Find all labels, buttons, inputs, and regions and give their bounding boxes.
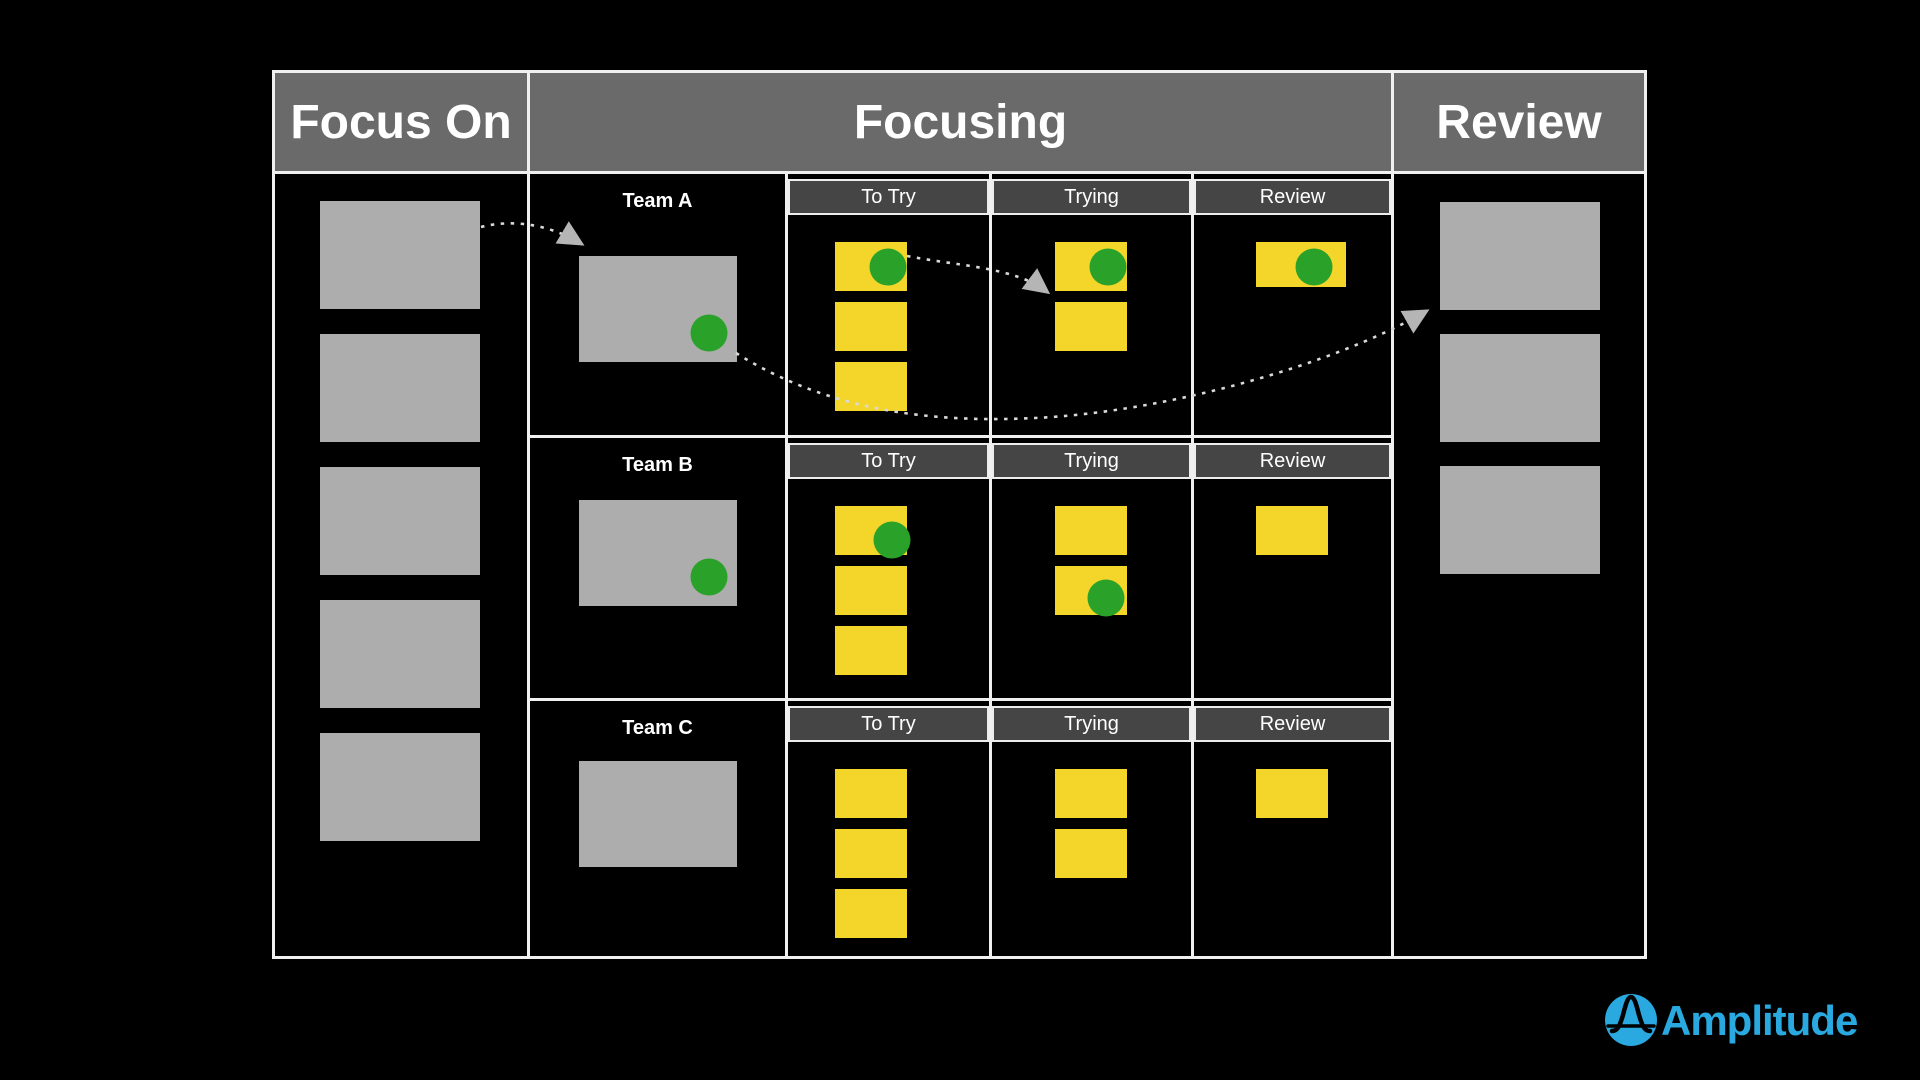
sticky-note — [835, 769, 907, 818]
green-dot-icon — [690, 314, 728, 352]
review-card — [1440, 202, 1600, 310]
sticky-note — [1055, 566, 1127, 617]
sticky-note-list — [1194, 742, 1391, 818]
grid-line — [785, 174, 788, 435]
stage-column-trying: Trying — [992, 701, 1191, 956]
sticky-note-list — [788, 479, 989, 675]
team-row-a: Team A To Try Trying Review — [530, 174, 1391, 435]
sticky-note — [1055, 302, 1127, 351]
sticky-note-list — [1194, 215, 1391, 287]
sticky-note — [835, 566, 907, 615]
team-label: Team B — [622, 454, 693, 476]
team-row-c: Team C To Try Trying Review — [530, 701, 1391, 956]
grid-line — [989, 701, 992, 956]
sticky-note — [835, 506, 911, 559]
sticky-note-list — [788, 215, 989, 411]
focus-on-card — [320, 733, 480, 841]
stage-column-to-try: To Try — [788, 438, 989, 698]
stage-column-to-try: To Try — [788, 701, 989, 956]
sticky-note — [1256, 242, 1346, 287]
stage-header: Review — [1194, 706, 1391, 742]
grid-line — [527, 435, 1394, 438]
stage-header: Review — [1194, 179, 1391, 215]
team-cell: Team B — [530, 438, 785, 698]
team-card — [579, 761, 737, 867]
green-dot-icon — [873, 521, 911, 559]
grid-line — [527, 73, 530, 956]
grid-line — [989, 174, 992, 435]
green-dot-icon — [869, 248, 907, 286]
sticky-note — [1055, 506, 1127, 555]
stage-header: Trying — [992, 706, 1191, 742]
team-cell: Team C — [530, 701, 785, 956]
sticky-note-list — [1194, 479, 1391, 555]
green-dot-icon — [1089, 248, 1127, 286]
sticky-note — [835, 626, 907, 675]
sticky-note — [1256, 506, 1328, 555]
grid-line — [1191, 174, 1194, 435]
sticky-note — [835, 362, 907, 411]
team-card — [579, 500, 737, 606]
grid-line — [1191, 701, 1194, 956]
green-dot-icon — [1087, 579, 1125, 617]
focus-on-card — [320, 334, 480, 442]
sticky-note — [835, 242, 907, 291]
stage-column-trying: Trying — [992, 174, 1191, 435]
stage-header: To Try — [788, 443, 989, 479]
grid-line — [1191, 438, 1194, 698]
grid-line — [527, 698, 1394, 701]
focus-on-card — [320, 600, 480, 708]
amplitude-wordmark: Amplitude — [1661, 997, 1857, 1044]
team-card — [579, 256, 737, 362]
sticky-note-list — [992, 215, 1191, 351]
sticky-note — [835, 889, 907, 938]
team-label: Team C — [622, 717, 693, 739]
focus-on-card — [320, 467, 480, 575]
stage-header: Review — [1194, 443, 1391, 479]
focus-on-card-list — [320, 201, 480, 841]
sticky-note-list — [992, 479, 1191, 617]
team-label: Team A — [622, 190, 693, 212]
review-card — [1440, 466, 1600, 574]
stage-column-trying: Trying — [992, 438, 1191, 698]
sticky-note — [835, 829, 907, 878]
sticky-note-list — [992, 742, 1191, 878]
green-dot-icon — [690, 558, 728, 596]
green-dot-icon — [1295, 248, 1333, 286]
sticky-note — [1055, 242, 1127, 291]
sticky-note — [1055, 769, 1127, 818]
stage-header: Trying — [992, 443, 1191, 479]
grid-line — [785, 701, 788, 956]
stage-column-review: Review — [1194, 438, 1391, 698]
column-header-review: Review — [1394, 73, 1644, 171]
stage-header: To Try — [788, 179, 989, 215]
kanban-board: Focus On Focusing Review Team A To Try — [272, 70, 1647, 959]
stage-header: To Try — [788, 706, 989, 742]
focus-on-card — [320, 201, 480, 309]
sticky-note — [1055, 829, 1127, 878]
grid-line — [1391, 73, 1394, 956]
grid-line — [989, 438, 992, 698]
sticky-note — [835, 302, 907, 351]
stage-header: Trying — [992, 179, 1191, 215]
column-header-focusing: Focusing — [530, 73, 1391, 171]
team-cell: Team A — [530, 174, 785, 435]
amplitude-logo-mark-icon — [1605, 994, 1657, 1046]
stage-column-review: Review — [1194, 174, 1391, 435]
review-card — [1440, 334, 1600, 442]
stage-column-review: Review — [1194, 701, 1391, 956]
review-card-list — [1440, 202, 1600, 574]
stage-column-to-try: To Try — [788, 174, 989, 435]
grid-line — [275, 171, 1644, 174]
sticky-note — [1256, 769, 1328, 818]
sticky-note-list — [788, 742, 989, 938]
column-header-focus-on: Focus On — [275, 73, 527, 171]
grid-line — [785, 438, 788, 698]
team-row-b: Team B To Try Trying Review — [530, 438, 1391, 698]
